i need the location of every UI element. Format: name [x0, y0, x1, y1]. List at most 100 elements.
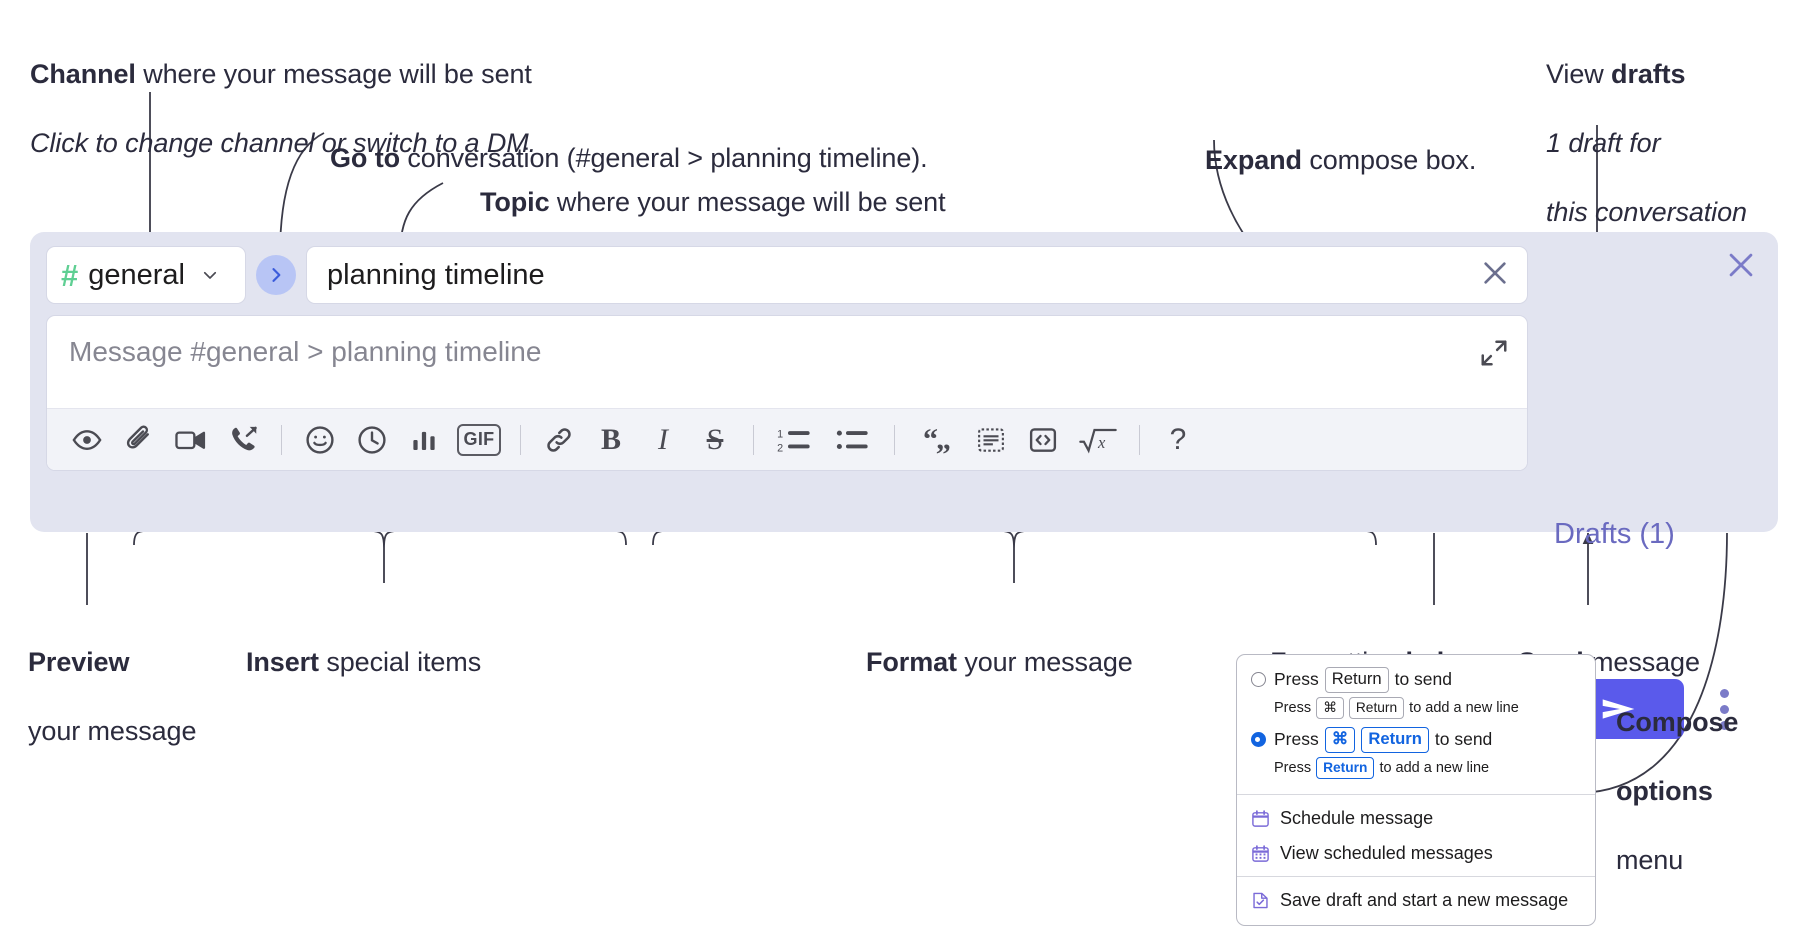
- formatting-toolbar: GIF B I S: [47, 408, 1527, 470]
- channel-name-label: general: [88, 258, 185, 291]
- math-icon[interactable]: x: [1069, 417, 1127, 463]
- menu-divider: [1237, 794, 1595, 795]
- drafts-link[interactable]: Drafts (1): [1554, 518, 1675, 550]
- radio-button[interactable]: [1251, 732, 1266, 748]
- bold-label: B: [600, 422, 621, 456]
- dot: [1719, 704, 1729, 714]
- kbd-key: Return: [1324, 667, 1389, 693]
- strikethrough-icon[interactable]: S: [689, 417, 741, 463]
- toolbar-separator: [281, 424, 282, 455]
- annotation-compose-options: Compose options menu: [1616, 670, 1738, 912]
- toolbar-separator: [520, 424, 521, 455]
- shortcut-text: Press: [1274, 669, 1319, 690]
- strikethrough-label: S: [706, 422, 724, 456]
- svg-text:2: 2: [777, 442, 783, 454]
- annotation-drafts-strong: drafts: [1611, 58, 1686, 89]
- kbd-key: ⌘: [1316, 696, 1344, 719]
- annotation-goto-rest: conversation (#general > planning timeli…: [399, 142, 928, 173]
- gif-icon[interactable]: GIF: [450, 417, 508, 463]
- compose-header-row: # general planning timeline: [46, 246, 1528, 304]
- italic-icon[interactable]: I: [637, 417, 689, 463]
- shortcut-text: Press: [1274, 729, 1319, 750]
- expand-compose-icon[interactable]: [1479, 338, 1509, 368]
- svg-text:x: x: [1097, 433, 1106, 452]
- go-to-conversation-button[interactable]: [256, 255, 296, 295]
- shortcut-text: to add a new line: [1409, 699, 1519, 716]
- menu-item-view-scheduled-messages[interactable]: View scheduled messages: [1237, 836, 1595, 871]
- shortcut-text: to send: [1434, 729, 1493, 750]
- annotation-preview-line2: your message: [28, 715, 197, 746]
- close-icon[interactable]: [1724, 248, 1758, 282]
- annotation-compose-options-line1: Compose: [1616, 706, 1739, 737]
- radio-option-subtext: Press Return to add a new line: [1237, 755, 1595, 785]
- compose-panel: # general planning timeline: [30, 232, 1778, 739]
- radio-button[interactable]: [1251, 672, 1266, 688]
- dot: [1719, 720, 1729, 730]
- save-draft-icon: [1251, 891, 1270, 910]
- topic-input-value: planning timeline: [327, 258, 545, 291]
- topic-input[interactable]: planning timeline: [306, 246, 1528, 304]
- dot: [1719, 688, 1729, 698]
- inline-code-icon[interactable]: [1017, 417, 1069, 463]
- compose-inner: # general planning timeline: [46, 246, 1528, 471]
- toolbar-separator: [753, 424, 754, 455]
- annotation-channel-strong: Channel: [30, 58, 136, 89]
- menu-item-save-draft[interactable]: Save draft and start a new message: [1237, 883, 1595, 918]
- annotation-preview-strong: Preview: [28, 646, 130, 677]
- link-icon[interactable]: [533, 417, 585, 463]
- video-camera-icon[interactable]: [165, 417, 217, 463]
- message-input-placeholder: Message #general > planning timeline: [69, 336, 542, 367]
- help-label: ?: [1169, 422, 1187, 456]
- bold-icon[interactable]: B: [585, 417, 637, 463]
- clock-icon[interactable]: [346, 417, 398, 463]
- annotation-compose-options-line3: menu: [1616, 844, 1684, 875]
- channel-selector[interactable]: # general: [46, 246, 246, 304]
- phone-forward-icon[interactable]: [217, 417, 269, 463]
- annotation-channel-line2: Click to change channel or switch to a D…: [30, 127, 537, 158]
- annotation-topic: Topic where your message will be sent: [480, 150, 946, 219]
- poll-bar-chart-icon[interactable]: [398, 417, 450, 463]
- annotation-goto-strong: Go to: [330, 142, 400, 173]
- bullet-list-icon[interactable]: [824, 417, 882, 463]
- annotation-goto: Go to conversation (#general > planning …: [330, 106, 928, 175]
- code-block-icon[interactable]: [965, 417, 1017, 463]
- annotation-insert-rest: special items: [318, 646, 482, 677]
- radio-option-label: Press ⌘ Return to send: [1274, 727, 1492, 753]
- kbd-key: Return: [1316, 756, 1375, 779]
- kbd-key: Return: [1348, 696, 1405, 719]
- attachment-icon[interactable]: [113, 417, 165, 463]
- menu-item-schedule-message[interactable]: Schedule message: [1237, 801, 1595, 836]
- annotation-insert-strong: Insert: [246, 646, 319, 677]
- emoji-icon[interactable]: [294, 417, 346, 463]
- help-icon[interactable]: ?: [1152, 417, 1204, 463]
- compose-options-button[interactable]: [1707, 679, 1741, 739]
- blockquote-icon[interactable]: “„: [907, 417, 965, 463]
- toolbar-separator: [1139, 424, 1140, 455]
- annotation-format-rest: your message: [956, 646, 1133, 677]
- gif-label: GIF: [456, 423, 502, 456]
- menu-divider: [1237, 876, 1595, 877]
- schedule-group: Schedule message View scheduled messages: [1237, 795, 1595, 876]
- annotation-expand: Expand compose box.: [1205, 108, 1476, 177]
- menu-item-label: Save draft and start a new message: [1280, 890, 1569, 910]
- annotation-drafts: View drafts 1 draft for this conversatio…: [1546, 22, 1747, 264]
- annotation-drafts-plain: View: [1546, 58, 1612, 89]
- shortcut-text: Press: [1274, 759, 1312, 776]
- hash-icon: #: [61, 257, 79, 293]
- annotation-channel-rest: where your message will be sent: [135, 58, 532, 89]
- radio-option-label: Press Return to send: [1274, 667, 1452, 693]
- draft-group: Save draft and start a new message: [1237, 877, 1595, 925]
- annotation-topic-rest: where your message will be sent: [549, 186, 946, 217]
- annotation-expand-strong: Expand: [1205, 144, 1302, 175]
- message-input[interactable]: Message #general > planning timeline: [47, 316, 1527, 408]
- annotation-preview: Preview your message: [28, 610, 196, 783]
- preview-icon[interactable]: [61, 417, 113, 463]
- clear-topic-icon[interactable]: [1479, 257, 1511, 294]
- shortcut-text: to add a new line: [1379, 759, 1490, 776]
